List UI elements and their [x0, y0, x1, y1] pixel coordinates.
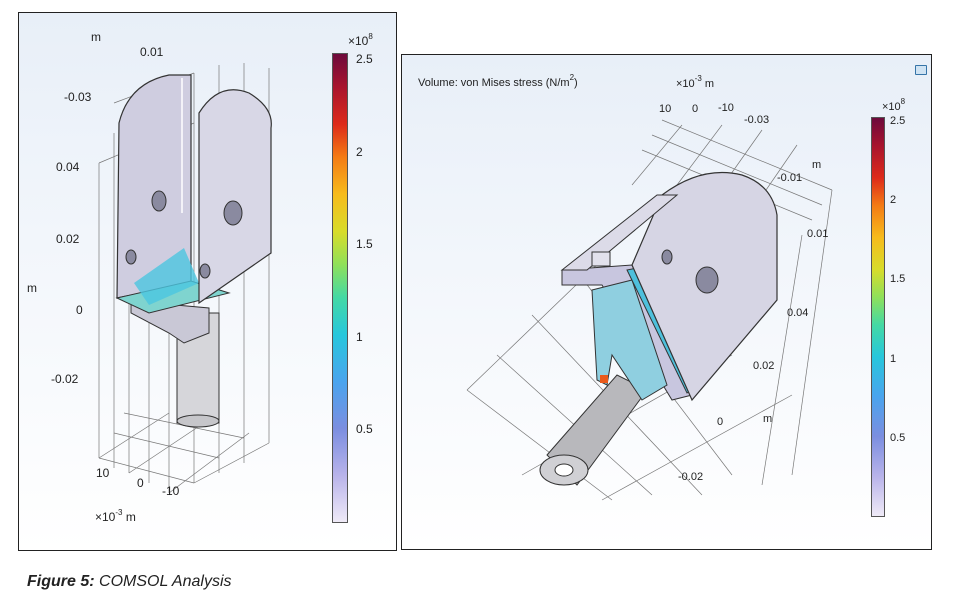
right-view-panel: Volume: von Mises stress (N/m2) ×10-3 m …: [401, 54, 932, 550]
right-side-tick: -0.01: [777, 172, 803, 184]
left-colorbar-tick: 2.5: [356, 52, 373, 66]
right-colorbar-multiplier: ×108: [882, 97, 906, 113]
left-colorbar-multiplier: ×108: [348, 32, 373, 48]
right-colorbar: [871, 117, 885, 517]
right-top-tick: -0.03: [744, 114, 770, 126]
left-z-tick: 0.02: [56, 232, 80, 246]
right-colorbar-tick: 2.5: [890, 115, 906, 127]
right-side-unit: m: [812, 159, 822, 171]
left-z-tick: 0.04: [56, 160, 80, 174]
left-x-unit: ×10-3 m: [95, 508, 136, 524]
right-top-unit: ×10-3 m: [676, 74, 715, 90]
caption-text: COMSOL Analysis: [94, 573, 232, 590]
left-y-axis-label: m: [27, 281, 37, 295]
right-side-tick: -0.02: [678, 471, 704, 483]
right-colorbar-tick: 2: [890, 194, 897, 206]
plot-title: Volume: von Mises stress (N/m2): [418, 73, 578, 89]
left-z-tick: -0.03: [64, 90, 92, 104]
right-colorbar-tick: 1: [890, 353, 897, 365]
right-side-tick: 0: [717, 416, 724, 428]
left-colorbar: [332, 53, 348, 523]
left-colorbar-tick: 0.5: [356, 422, 373, 436]
caption-label: Figure 5:: [27, 573, 95, 590]
left-3d-model: [98, 63, 272, 494]
left-plate: [116, 74, 192, 299]
pin-hole-left: [151, 190, 167, 212]
pin-hole-right: [223, 200, 243, 226]
figure-caption: Figure 5: COMSOL Analysis: [27, 573, 232, 591]
right-side-tick: 0.01: [807, 228, 829, 240]
left-z-tick: 0: [76, 303, 83, 317]
pin-hole-main: [695, 266, 719, 294]
right-top-tick: -10: [718, 102, 734, 114]
left-colorbar-tick: 2: [356, 145, 363, 159]
right-top-tick: 10: [659, 103, 672, 115]
left-colorbar-tick: 1.5: [356, 237, 373, 251]
right-colorbar-tick: 0.5: [890, 432, 906, 444]
left-view-panel: m 0.01 -0.03 0.04 0.02 0 -0.02 m 10 0 -1…: [18, 12, 397, 551]
left-colorbar-tick: 1: [356, 330, 363, 344]
right-colorbar-tick: 1.5: [890, 273, 906, 285]
right-top-tick: 0: [692, 103, 699, 115]
left-z-tick: 0.01: [140, 45, 164, 59]
right-plate: [198, 89, 272, 305]
left-x-tick: 10: [96, 466, 110, 480]
left-unit-top: m: [91, 30, 101, 44]
right-side-tick: 0.04: [787, 307, 809, 319]
left-x-tick: -10: [162, 484, 180, 498]
window-icon[interactable]: [915, 65, 927, 75]
right-bottom-unit: m: [763, 413, 773, 425]
left-x-tick: 0: [137, 476, 144, 490]
right-3d-model: [466, 119, 833, 501]
left-z-tick: -0.02: [51, 372, 79, 386]
right-side-tick: 0.02: [753, 360, 775, 372]
